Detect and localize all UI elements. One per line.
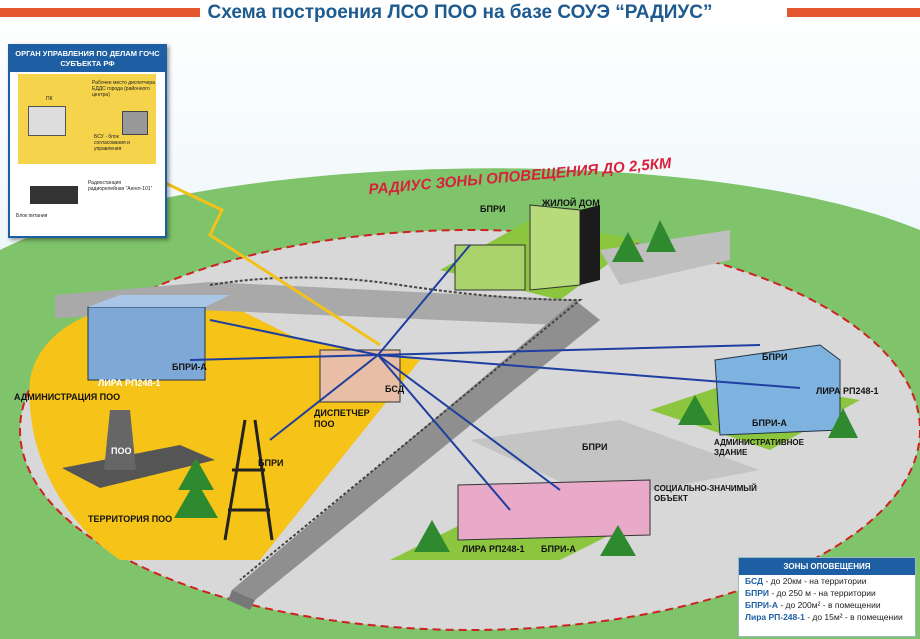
legend-item: Лира РП-248-1 - до 15м² - в помещении — [745, 612, 903, 622]
trees — [174, 220, 858, 556]
road-1 — [600, 230, 730, 285]
social-label: СОЦИАЛЬНО-ЗНАЧИМЫЙ ОБЪЕКТ — [654, 484, 757, 503]
residential-label: ЖИЛОЙ ДОМ — [542, 198, 600, 208]
bsd-label: БСД — [385, 384, 405, 394]
bpri-social-label: БПРИ — [582, 442, 608, 452]
admin-building-label: АДМИНИСТРАТИВНОЕ ЗДАНИЕ — [714, 438, 804, 457]
bpri-a-right-label: БПРИ-А — [752, 418, 787, 428]
bsu-cabinet-icon — [122, 111, 148, 135]
poo-plant — [62, 445, 215, 488]
legend-box: ЗОНЫ ОПОВЕЩЕНИЯ БСД - до 20км - на терри… — [738, 557, 916, 637]
lira-social-label: ЛИРА РП248-1 — [462, 544, 525, 554]
header-bar-right — [787, 8, 920, 17]
residential-building-2-side — [580, 205, 600, 285]
bpri-top-label: БПРИ — [480, 204, 506, 214]
legend-title: ЗОНЫ ОПОВЕЩЕНИЯ — [739, 558, 915, 575]
lira-left-label: ЛИРА РП248-1 — [98, 378, 161, 388]
poo-label: ПОО — [111, 446, 132, 456]
territory-label: ТЕРРИТОРИЯ ПОО — [88, 514, 173, 524]
barbed-wire — [209, 276, 583, 581]
fence-diagonal-face — [228, 590, 255, 610]
dispatcher-label: ДИСПЕТЧЕР ПОО — [314, 408, 370, 429]
pc-monitor-icon — [28, 106, 66, 136]
legend-item: БСД - до 20км - на территории — [745, 576, 867, 586]
road-2 — [470, 420, 760, 500]
residential-building-1 — [454, 244, 526, 291]
admin-poo-label: АДМИНИСТРАЦИЯ ПОО — [14, 392, 121, 402]
header-bar-left — [0, 8, 200, 17]
radio-tower — [223, 419, 274, 541]
bpri-right-label: БПРИ — [762, 352, 788, 362]
admin-poo-roof — [88, 295, 230, 307]
dispatcher-building — [319, 349, 401, 403]
poo-chimney — [104, 410, 136, 470]
pc-label: ПК — [46, 96, 53, 102]
diagram-title: Схема построения ЛСО ПОО на базе СОУЭ “Р… — [207, 2, 713, 23]
control-center-inset: ОРГАН УПРАВЛЕНИЯ ПО ДЕЛАМ ГОЧС СУБЪЕКТА … — [8, 44, 167, 238]
bpri-a-left-label: БПРИ-А — [172, 362, 207, 372]
radio-label: Радиостанция радиорелейная “Ангел-101” — [88, 180, 153, 192]
fence-diagonal — [232, 300, 600, 600]
lira-right-label: ЛИРА РП248-1 — [816, 386, 879, 396]
legend-item: БПРИ - до 250 м - на территории — [745, 588, 876, 598]
power-label: Блок питания — [16, 213, 48, 219]
workstation-label: Рабочее место диспетчера ЕДДС города (ра… — [92, 80, 155, 98]
radio-station-icon — [30, 186, 78, 204]
social-building — [457, 479, 651, 541]
bsu-label: БСУ - блок согласования и управления — [94, 134, 130, 152]
admin-building-right — [714, 344, 841, 436]
signal-links — [189, 244, 801, 511]
residential-building-2 — [529, 204, 581, 291]
bpri-tower-label: БПРИ — [258, 458, 284, 468]
legend-item: БПРИ-А - до 200м² - в помещении — [745, 600, 881, 610]
inset-title: ОРГАН УПРАВЛЕНИЯ ПО ДЕЛАМ ГОЧС СУБЪЕКТА … — [10, 46, 165, 72]
bpri-a-social-label: БПРИ-А — [541, 544, 576, 554]
